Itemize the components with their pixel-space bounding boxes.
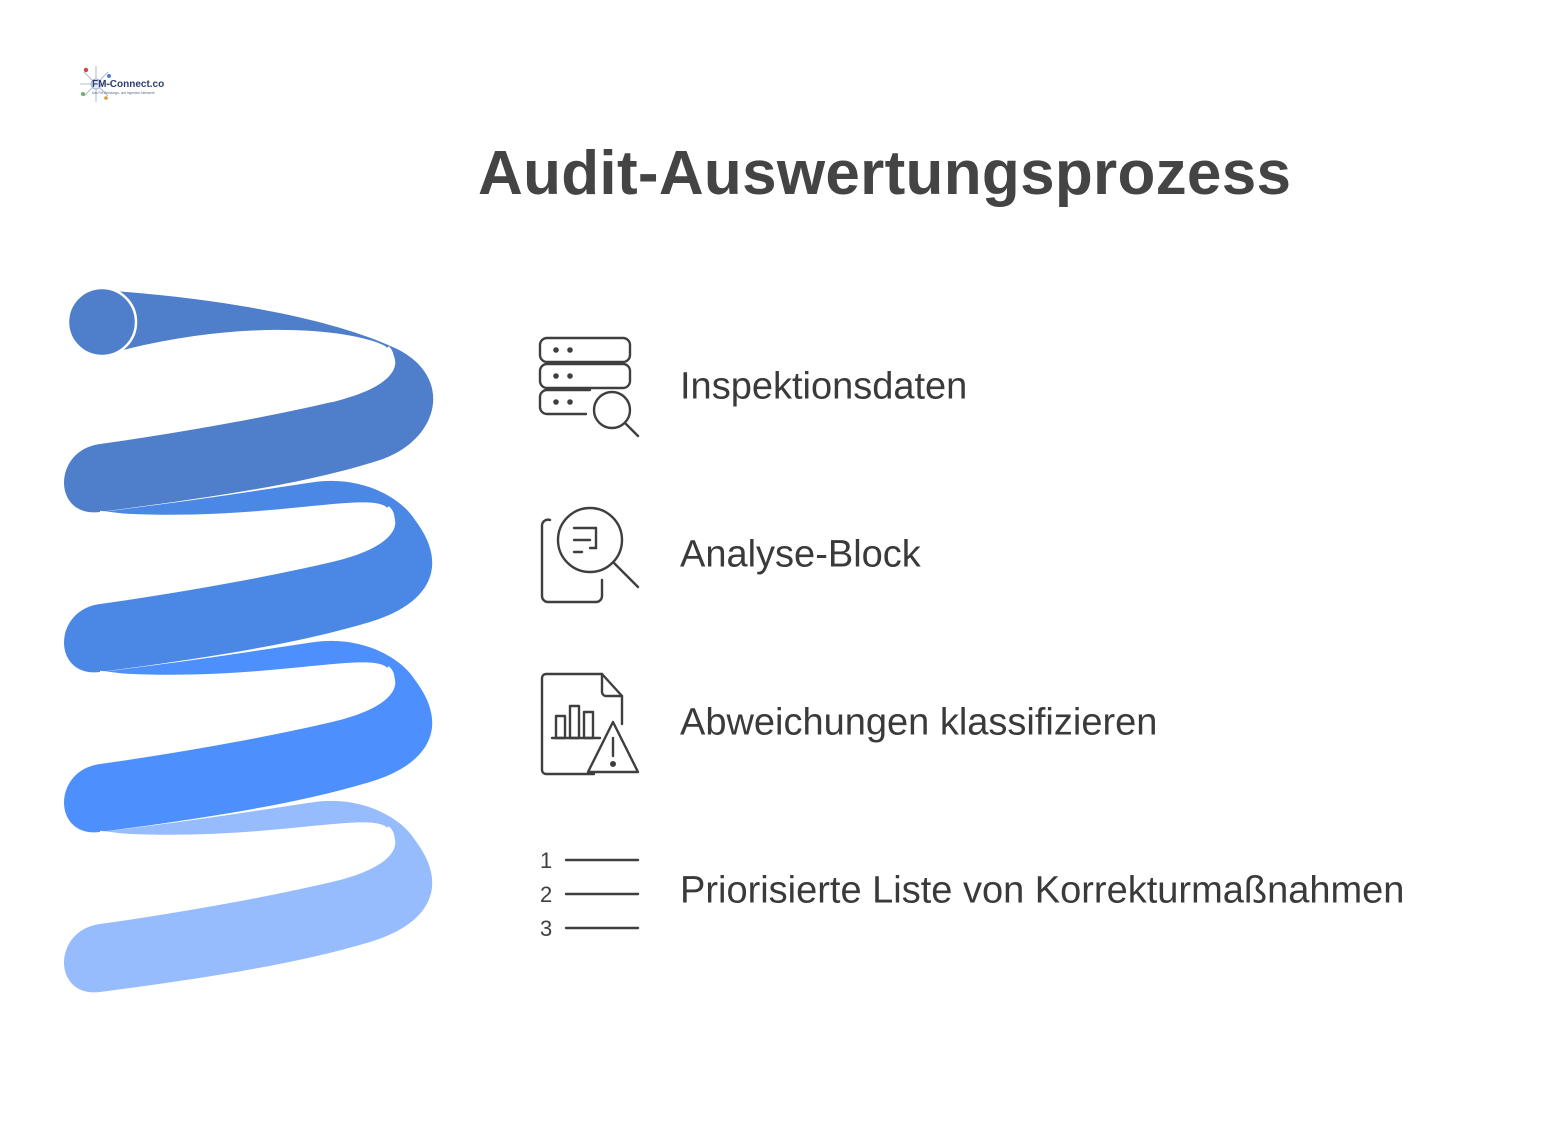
step-inspektionsdaten: Inspektionsdaten	[530, 332, 1530, 442]
svg-text:2: 2	[540, 882, 552, 907]
coil-segment-4	[64, 800, 433, 993]
coil-segment-2	[64, 480, 433, 673]
numbered-list-icon: 1 2 3	[540, 848, 640, 941]
step-analyse-block: Analyse-Block	[530, 500, 1530, 610]
page-title: Audit-Auswertungsprozess	[478, 139, 1292, 208]
svg-text:1: 1	[540, 848, 552, 873]
chart-warning-icon	[540, 672, 640, 776]
document-magnifier-icon	[540, 506, 640, 604]
step-label: Priorisierte Liste von Korrekturmaßnahme…	[680, 869, 1405, 912]
step-label: Inspektionsdaten	[680, 365, 968, 408]
svg-text:3: 3	[540, 916, 552, 941]
svg-text:Das FM-Beratungs- und Ingenieu: Das FM-Beratungs- und Ingenieur-Netzwerk	[92, 91, 155, 95]
spiral-coil	[64, 286, 434, 993]
database-search-icon	[538, 336, 640, 438]
svg-text:FM-Connect.com: FM-Connect.com	[92, 79, 164, 90]
step-label: Abweichungen klassifizieren	[680, 701, 1158, 744]
coil-segment-3	[64, 640, 433, 833]
step-label: Analyse-Block	[680, 533, 921, 576]
fm-connect-logo: FM-Connect.com Das FM-Beratungs- und Ing…	[80, 66, 164, 102]
step-abweichungen: Abweichungen klassifizieren	[530, 668, 1530, 778]
coil-segment-1	[64, 286, 434, 513]
step-priorisierte-liste: 1 2 3 Priorisierte Liste von Korrekturma…	[530, 836, 1530, 946]
